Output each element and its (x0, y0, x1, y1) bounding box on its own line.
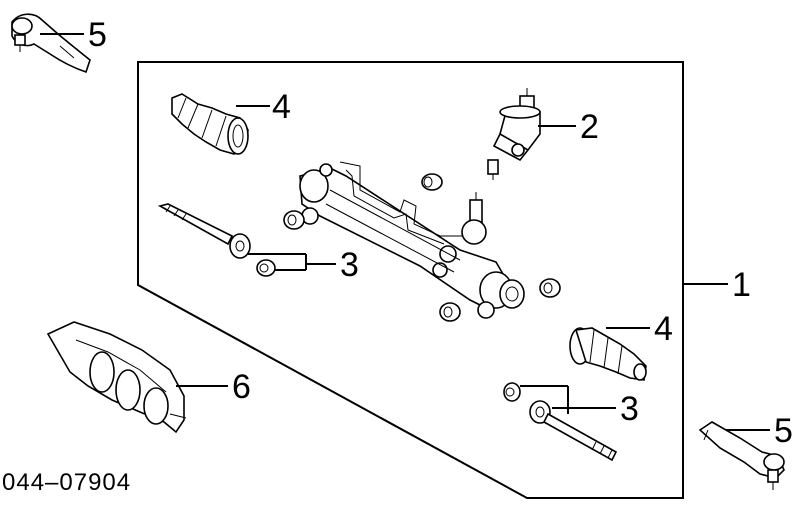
shield (46, 321, 187, 434)
callout-6: 6 (232, 368, 251, 406)
diagram-code: 044–07904 (2, 469, 131, 496)
callout-4-right: 4 (654, 310, 673, 348)
boot-left (171, 93, 249, 155)
inner-tie-rod-left (157, 203, 276, 277)
bushing-right (539, 278, 561, 298)
callout-5-left: 5 (88, 16, 107, 54)
tie-rod-end-right (698, 421, 785, 490)
rack-housing (299, 161, 525, 319)
bushing-top (421, 173, 443, 191)
bushing-bottom (439, 302, 461, 322)
callout-2: 2 (580, 108, 599, 146)
callout-1: 1 (732, 266, 751, 304)
boot-right (569, 327, 647, 381)
callout-5-right: 5 (774, 412, 793, 450)
callout-3-right: 3 (620, 390, 639, 428)
callout-4-left: 4 (272, 88, 291, 126)
callout-3-left: 3 (340, 246, 359, 284)
inner-tie-rod-right (503, 382, 618, 462)
assembly-frame (137, 61, 684, 499)
tie-rod-end-left (11, 13, 91, 74)
bushing-left (283, 210, 305, 230)
control-valve (487, 88, 541, 180)
